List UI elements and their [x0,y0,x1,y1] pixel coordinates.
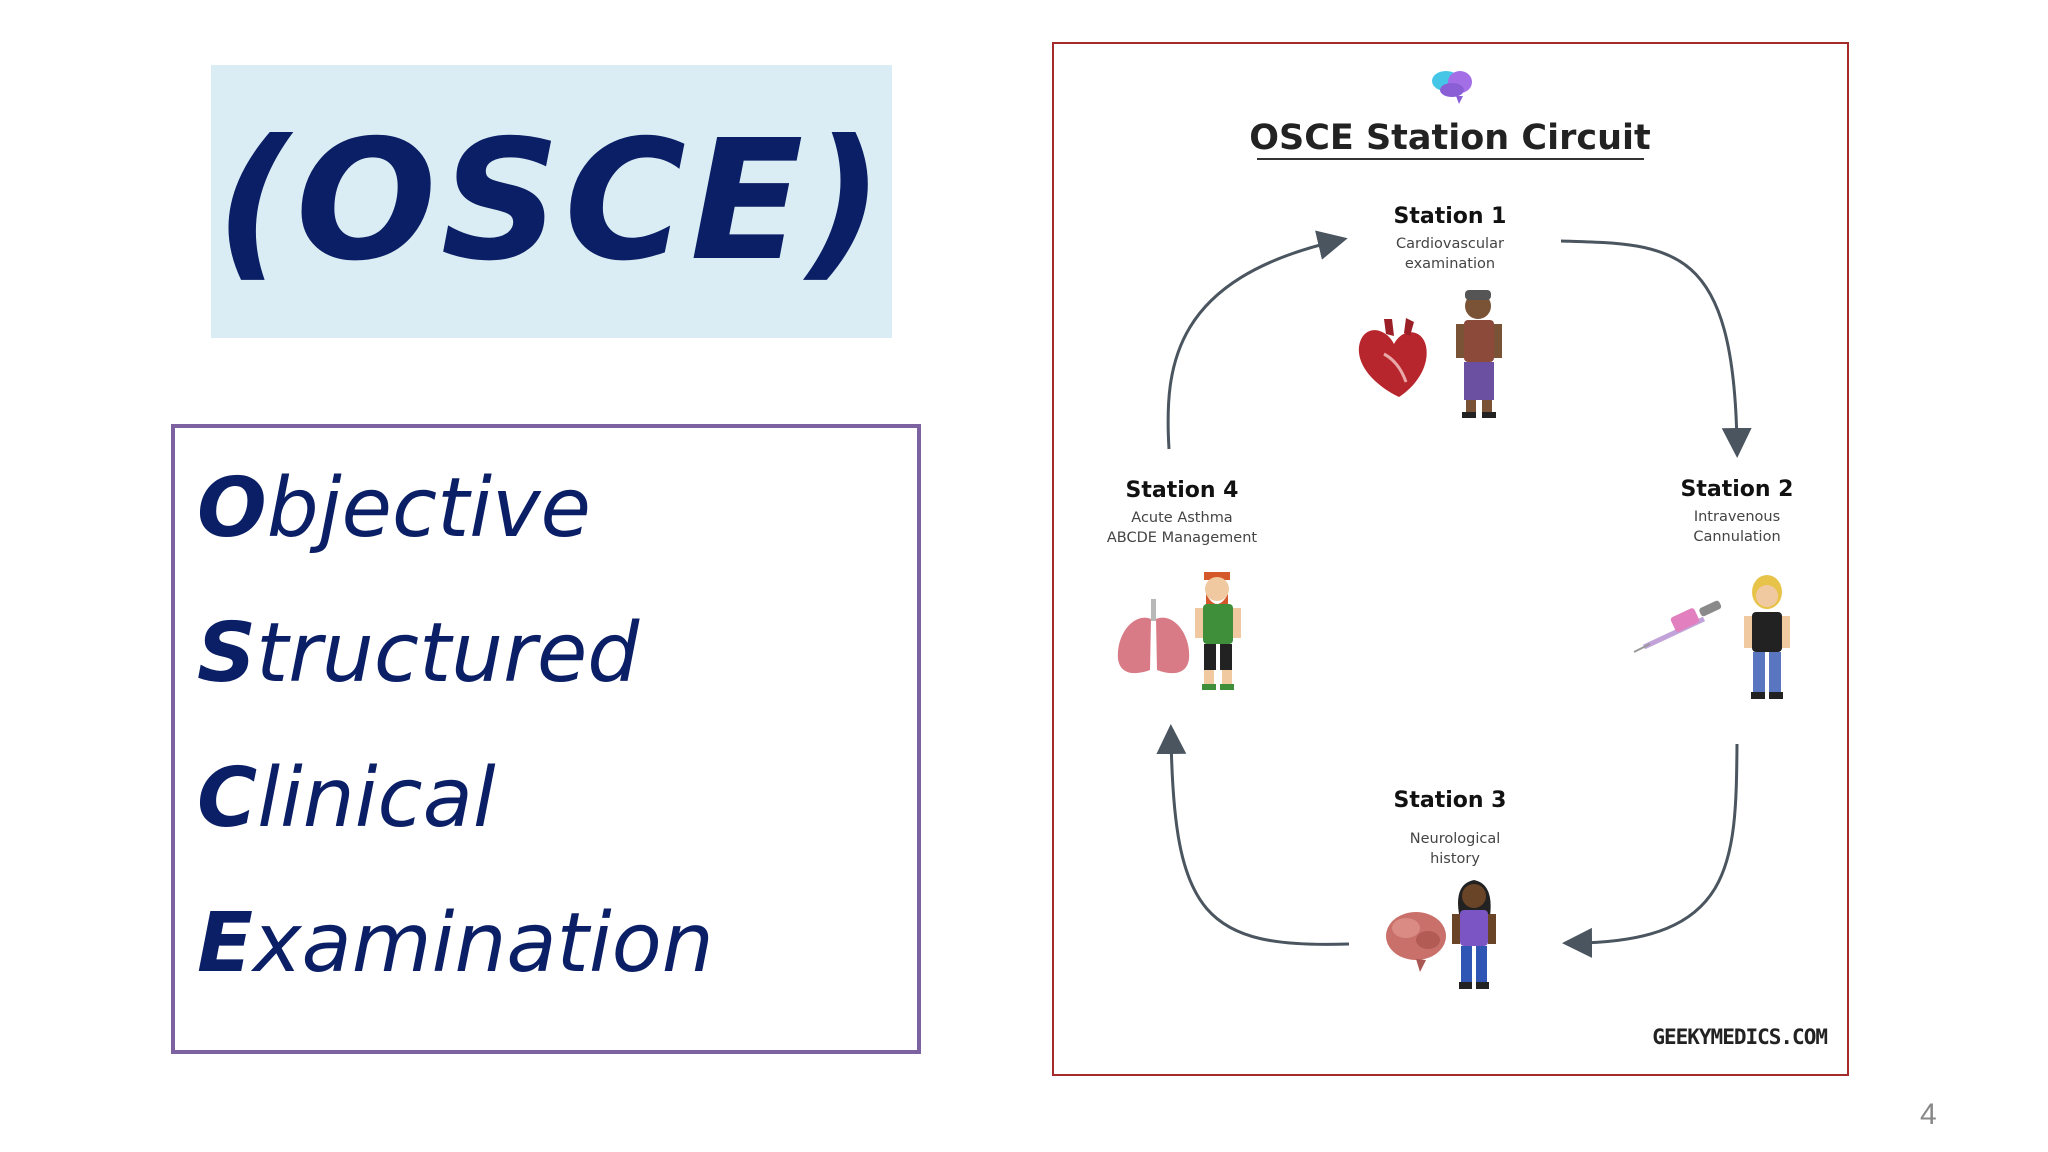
station-2: Station 2 Intravenous Cannulation [1634,477,1794,699]
acronym-line-clinical: Clinical [197,758,496,840]
station-2-line-2: Cannulation [1693,529,1780,545]
acronym-rest: linical [257,751,495,846]
station-4-line-2: ABCDE Management [1107,530,1258,546]
station-4-title: Station 4 [1125,478,1238,503]
acronym-initial: O [197,461,267,556]
arrow-station4-to-station1 [1168,241,1336,449]
heart-icon [1359,318,1427,397]
station-4-line-1: Acute Asthma [1131,510,1232,526]
station-3-line-1: Neurological [1410,831,1501,847]
figure-title: OSCE Station Circuit [1249,118,1651,158]
arrow-station1-to-station2 [1561,241,1737,446]
station-1: Station 1 Cardiovascular examination [1359,204,1507,418]
acronym-rest: xamination [253,896,714,991]
arrow-station3-to-station4 [1171,736,1349,944]
slide-title: (OSCE) [216,119,888,285]
acronym-rest: bjective [267,461,591,556]
station-1-title: Station 1 [1393,204,1506,229]
station-1-line-2: examination [1405,256,1495,272]
patient-figure-icon [1456,290,1502,418]
station-3: Station 3 Neurological history [1386,788,1507,989]
station-2-line-1: Intravenous [1694,509,1780,525]
acronym-line-examination: Examination [197,903,714,985]
brain-icon [1386,912,1446,972]
acronym-line-objective: Objective [197,468,591,550]
geekymedics-watermark: GEEKYMEDICS.COM [1652,1025,1827,1049]
acronym-box: Objective Structured Clinical Examinatio… [171,424,921,1054]
osce-circuit-svg: OSCE Station Circuit Station 1 Cardiovas… [1054,44,1847,1074]
lungs-icon [1118,599,1189,673]
station-4: Station 4 Acute Asthma ABCDE Management [1107,478,1258,690]
patient-figure-icon [1452,880,1496,989]
cannula-icon [1634,600,1722,652]
station-3-title: Station 3 [1393,788,1506,813]
station-3-line-2: history [1430,851,1480,867]
title-box: (OSCE) [211,65,892,338]
page-number: 4 [1920,1098,1937,1132]
brain-logo-icon [1432,71,1472,104]
patient-figure-icon [1744,575,1790,699]
acronym-initial: C [197,751,257,846]
acronym-line-structured: Structured [197,613,639,695]
acronym-initial: E [197,896,253,991]
osce-circuit-figure: OSCE Station Circuit Station 1 Cardiovas… [1052,42,1849,1076]
patient-figure-icon [1195,572,1241,690]
station-2-title: Station 2 [1680,477,1793,502]
acronym-initial: S [197,606,256,701]
arrow-station2-to-station3 [1574,744,1737,943]
acronym-rest: tructured [256,606,639,701]
station-1-line-1: Cardiovascular [1396,236,1504,252]
